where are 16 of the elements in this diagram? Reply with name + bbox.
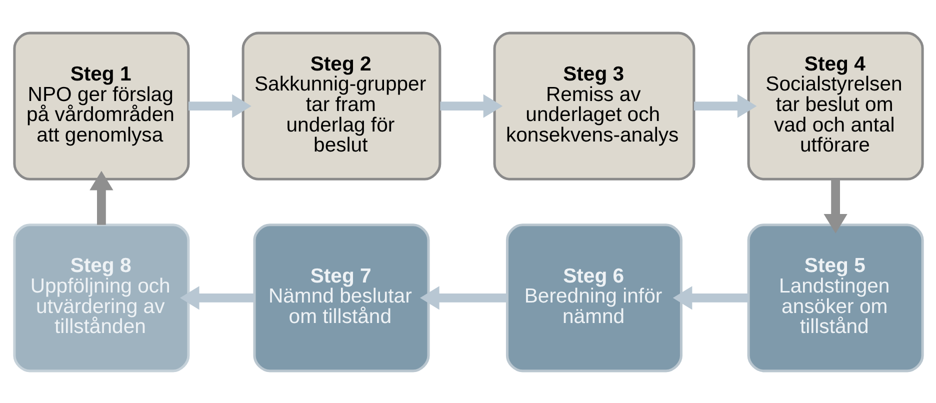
arrow [440,94,502,118]
node-box: Steg 2 Sakkunnig-grupper tar fram underlag för beslut [241,31,441,180]
arrow [188,94,251,118]
arrow [179,286,254,310]
node-box: Steg 3 Remiss av underlaget och konsekvens-analys [492,31,695,180]
arrow [420,286,506,310]
node-box: Steg 5 Landstingen ansöker om tillstånd [746,223,924,372]
node-box: Steg 1 NPO ger förslag på vårdområden att genomlysa [12,31,190,180]
node-box: Steg 8 Uppföljning och utvärdering av tillstånden [12,223,190,372]
node-box: Steg 7 Nämnd beslutar om tillstånd [252,223,430,372]
arrow [672,286,748,310]
node-box: Steg 4 Socialstyrelsen tar beslut om vad och antal utförare [746,31,924,180]
node-box: Steg 6 Beredning inför nämnd [505,223,682,372]
arrow [823,178,847,233]
arrow [694,94,756,118]
arrow [89,170,113,224]
